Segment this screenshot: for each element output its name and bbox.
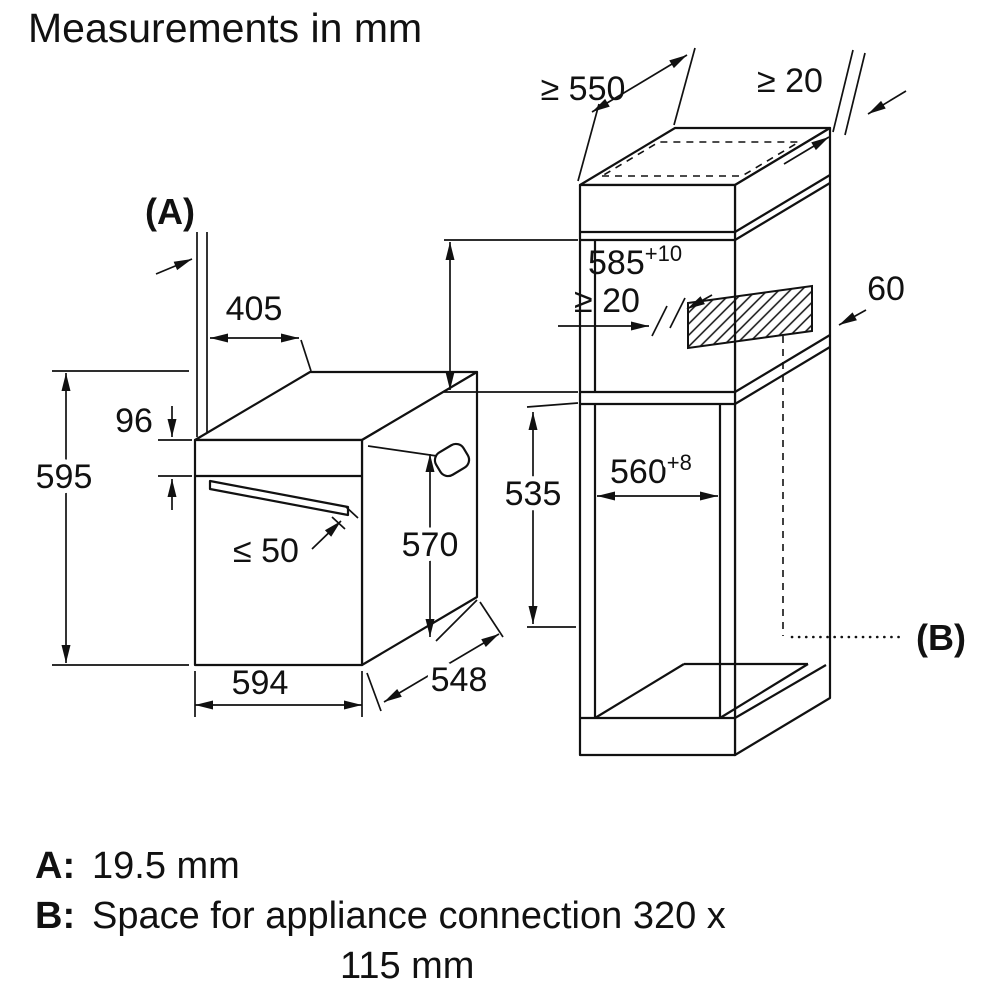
cabinet-drawing [578, 126, 905, 757]
note-a-key: A: [35, 845, 75, 887]
note-b-value-line1: Space for appliance connection 320 x [92, 895, 726, 937]
page-title: Measurements in mm [28, 5, 422, 51]
dim-50: ≤ 50 [233, 505, 359, 570]
niche-projection-dashed [599, 141, 802, 177]
oven-side-grip-hole [433, 442, 471, 478]
dim-96-label: 96 [115, 402, 153, 440]
dim-570-label: 570 [402, 526, 459, 564]
dim-594: 594 [194, 664, 382, 717]
footnotes: A: 19.5 mm B: Space for appliance connec… [35, 845, 726, 987]
dim-405: 405 [210, 290, 312, 372]
dim-548-label: 548 [431, 661, 488, 699]
dim-560: 560+8 [597, 445, 718, 501]
dim-535: 535 [500, 402, 579, 628]
connection-space-hatch [687, 284, 813, 350]
dim-595-label: 595 [36, 458, 93, 496]
note-b-value-line2: 115 mm [340, 945, 474, 987]
dim-20-back: ≥ 20 [558, 282, 713, 337]
dim-585-label: 585+10 [588, 241, 682, 282]
dim-560-label: 560+8 [610, 450, 692, 491]
dim-550-label: ≥ 550 [541, 70, 626, 108]
dim-548: 548 [383, 601, 504, 704]
dim-a: (A) [145, 191, 208, 437]
dim-20-top: ≥ 20 [757, 49, 907, 165]
note-b-key: B: [35, 895, 75, 937]
dim-585: 585+10 [444, 239, 682, 393]
oven-drawing [193, 370, 479, 667]
dim-50-label: ≤ 50 [233, 532, 299, 570]
dim-535-label: 535 [505, 475, 562, 513]
note-a-value: 19.5 mm [92, 845, 240, 887]
dim-550: ≥ 550 [541, 47, 696, 182]
label-a: (A) [145, 191, 195, 232]
dim-60: 60 [838, 270, 905, 326]
oven-door-handle [208, 479, 350, 517]
dim-595: 595 [31, 370, 189, 666]
dim-570: 570 [367, 445, 478, 642]
dim-96: 96 [115, 402, 192, 510]
oven-front-face [193, 438, 364, 667]
dim-60-label: 60 [867, 270, 905, 308]
dim-594-label: 594 [232, 664, 289, 702]
dim-405-label: 405 [226, 290, 283, 328]
dim-20-back-label: ≥ 20 [574, 282, 640, 320]
label-b-group: (B) [916, 617, 966, 658]
label-b: (B) [916, 617, 966, 658]
dim-20-top-label: ≥ 20 [757, 62, 823, 100]
